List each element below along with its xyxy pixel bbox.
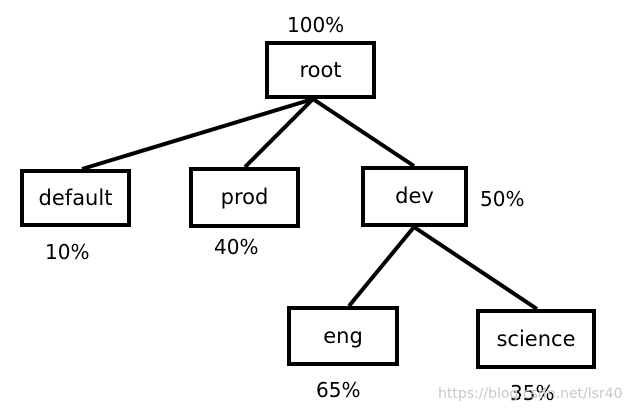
- node-default-label: default: [38, 185, 113, 210]
- edge-root-prod: [243, 97, 315, 169]
- default-percent: 10%: [45, 240, 90, 264]
- science-percent: 35%: [510, 381, 555, 405]
- node-dev: dev: [361, 166, 468, 227]
- edge-dev-eng: [347, 225, 416, 308]
- dev-percent: 50%: [480, 187, 525, 211]
- node-root: root: [265, 41, 376, 99]
- node-root-label: root: [299, 57, 342, 82]
- node-eng-label: eng: [323, 323, 363, 348]
- eng-percent: 65%: [316, 378, 361, 402]
- node-eng: eng: [287, 306, 399, 366]
- edge-root-dev: [311, 97, 416, 168]
- edge-dev-science: [412, 225, 539, 311]
- edge-root-default: [81, 97, 314, 171]
- root-percent: 100%: [287, 13, 345, 37]
- node-default: default: [20, 169, 131, 227]
- prod-percent: 40%: [214, 235, 259, 259]
- node-prod-label: prod: [220, 185, 269, 209]
- node-dev-label: dev: [395, 184, 434, 208]
- node-science-label: science: [496, 326, 576, 351]
- node-prod: prod: [189, 167, 300, 228]
- node-science: science: [476, 309, 596, 369]
- watermark-text: https://blog.csdn.net/lsr40: [438, 386, 623, 402]
